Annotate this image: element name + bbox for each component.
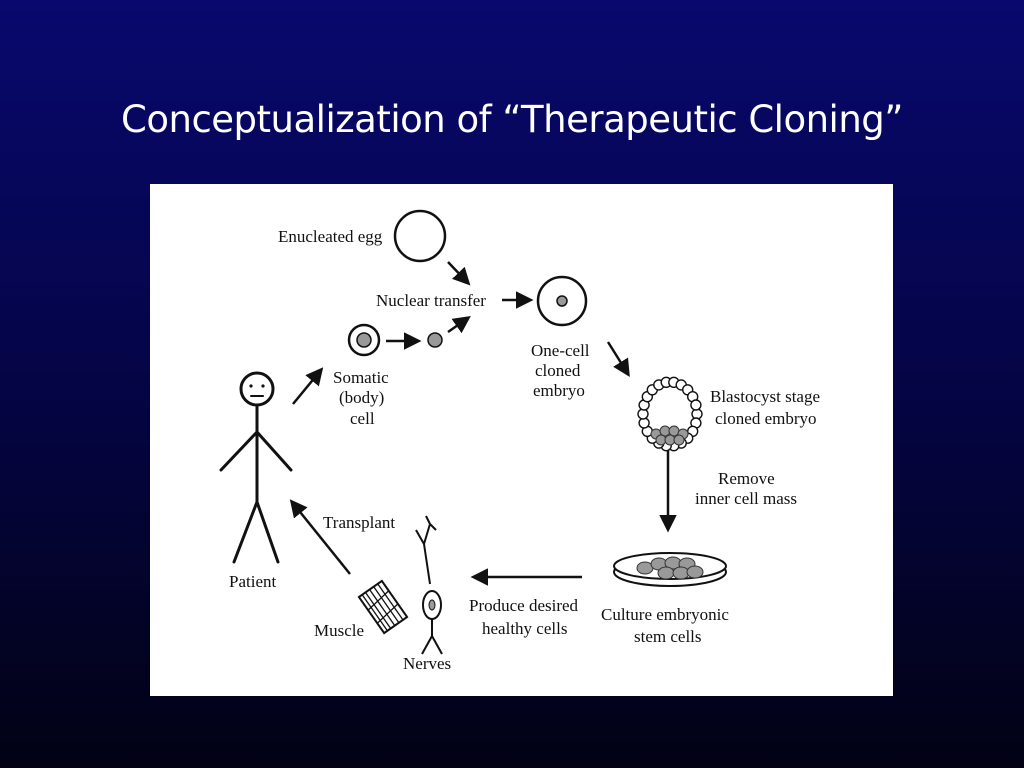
muscle-shape: [357, 579, 409, 635]
enucleated-egg-label: Enucleated egg: [278, 227, 383, 246]
arrow-transplant-to-patient: [289, 499, 351, 575]
muscle-label: Muscle: [314, 621, 364, 640]
one-cell-embryo-label-2: cloned: [535, 361, 581, 380]
transplant-label: Transplant: [323, 513, 395, 532]
blastocyst-label-1: Blastocyst stage: [710, 387, 820, 406]
somatic-label-2: (body): [339, 388, 384, 407]
nuclear-transfer-label: Nuclear transfer: [376, 291, 486, 310]
patient-label: Patient: [229, 572, 276, 591]
culture-label-1: Culture embryonic: [601, 605, 729, 624]
arrow-patient-to-somatic: [292, 367, 324, 405]
nerves-label: Nerves: [403, 654, 451, 673]
one-cell-embryo-label-1: One-cell: [531, 341, 590, 360]
enucleated-egg-shape: [393, 209, 447, 263]
somatic-label-3: cell: [350, 409, 375, 428]
produce-label-2: healthy cells: [482, 619, 567, 638]
arrow-egg-to-transfer: [447, 261, 471, 286]
slide-title: Conceptualization of “Therapeutic Clonin…: [121, 98, 903, 141]
culture-dish-shape: [613, 552, 727, 587]
patient-figure: [219, 371, 293, 564]
somatic-label-1: Somatic: [333, 368, 389, 387]
remove-label-1: Remove: [718, 469, 775, 488]
produce-label-1: Produce desired: [469, 596, 579, 615]
therapeutic-cloning-diagram: Enucleated egg Nuclear transfer One-cell…: [219, 209, 820, 673]
culture-label-2: stem cells: [634, 627, 702, 646]
diagram-panel: Enucleated egg Nuclear transfer One-cell…: [150, 184, 893, 696]
remove-label-2: inner cell mass: [695, 489, 797, 508]
blastocyst-label-2: cloned embryo: [715, 409, 817, 428]
one-cell-embryo-label-3: embryo: [533, 381, 585, 400]
arrow-embryo-to-blastocyst: [606, 341, 630, 377]
one-cell-embryo-nucleus: [556, 295, 568, 307]
isolated-nucleus-shape: [427, 332, 443, 348]
inner-cell-mass: [650, 425, 689, 446]
blastocyst-outer-cell: [690, 399, 702, 411]
arrow-nucleus-to-transfer: [447, 315, 471, 334]
nerve-cell-shape: [415, 515, 443, 655]
somatic-cell-shape: [347, 323, 381, 357]
